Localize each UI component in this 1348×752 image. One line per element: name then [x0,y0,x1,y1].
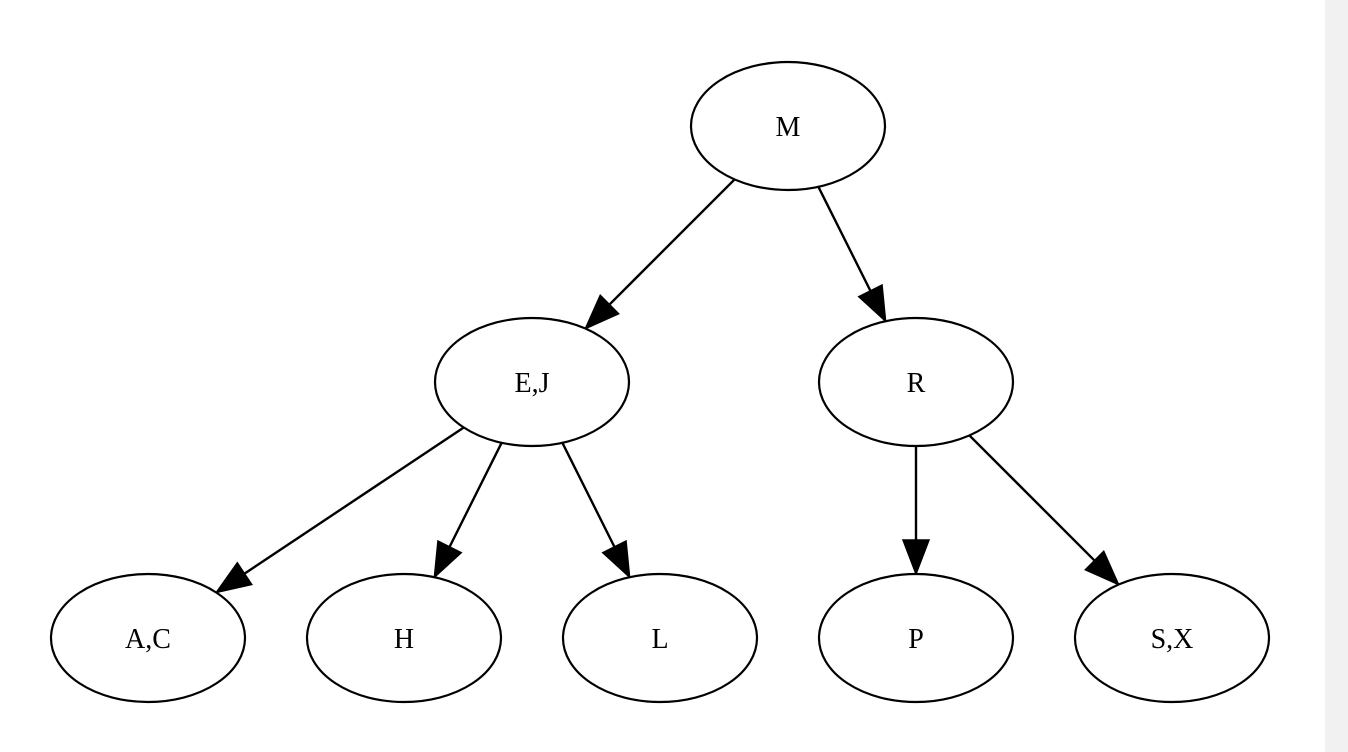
nodes-layer: M E,J R A,C H L P S,X [49,60,1271,704]
arrowhead-icon [583,294,620,331]
node-ellipse [561,572,759,704]
edge-line [817,186,872,292]
arrowhead-icon [433,539,463,580]
node-s-x: S,X [1073,572,1271,704]
node-ellipse [433,316,631,448]
node-a-c: A,C [49,572,247,704]
node-p: P [817,572,1015,704]
node-ellipse [1073,572,1271,704]
arrowhead-icon [601,539,631,580]
node-ellipse [689,60,887,192]
node-ellipse [305,572,503,704]
node-label: P [908,624,924,655]
node-label: A,C [125,624,171,655]
edge-r-to-p [901,446,931,577]
node-label: S,X [1151,624,1194,655]
edges-layer [214,178,1121,594]
edge-m-to-r [817,186,887,324]
arrowhead-icon [901,539,931,577]
node-h: H [305,572,503,704]
node-ellipse [817,316,1015,448]
edge-line [561,442,616,548]
arrowhead-icon [1084,550,1121,587]
node-r: R [817,316,1015,448]
node-m: M [689,60,887,192]
edge-line [448,442,503,548]
arrowhead-icon [214,561,253,594]
edge-e-j-to-l [561,442,631,580]
edge-e-j-to-h [433,442,503,580]
edge-line [608,178,736,306]
node-l: L [561,572,759,704]
edge-line [968,434,1096,562]
node-label: M [776,112,801,143]
edge-line [243,426,465,575]
arrowhead-icon [857,283,887,324]
node-label: R [907,368,926,399]
edge-e-j-to-a-c [214,426,465,594]
node-ellipse [817,572,1015,704]
node-e-j: E,J [433,316,631,448]
edge-r-to-s-x [968,434,1121,587]
node-ellipse [49,572,247,704]
edge-m-to-e-j [583,178,736,331]
scrollbar-track[interactable] [1325,0,1348,752]
node-label: H [394,624,414,655]
node-label: L [651,624,668,655]
node-label: E,J [515,368,550,399]
